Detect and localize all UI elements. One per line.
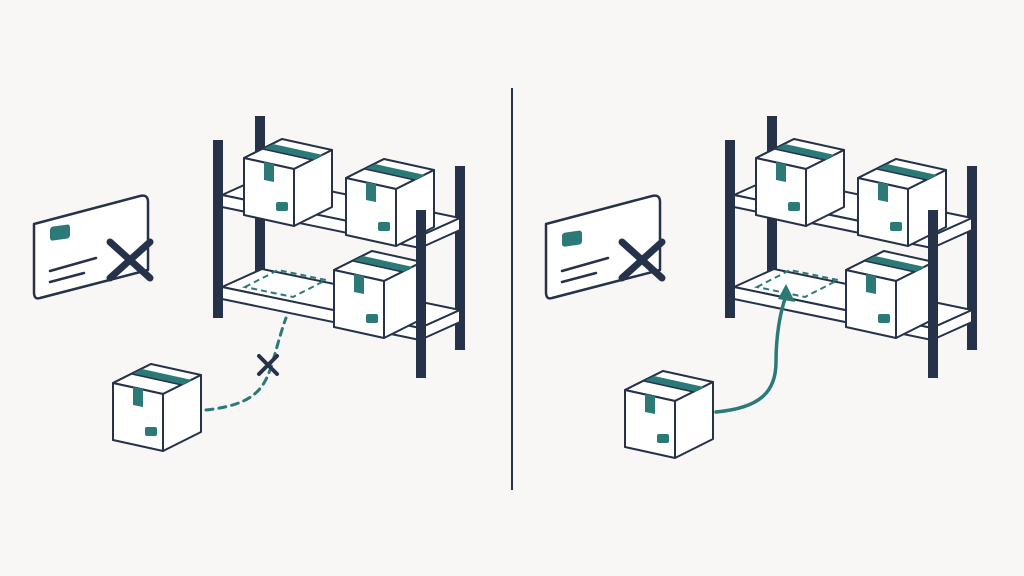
shelf-unit bbox=[725, 116, 977, 378]
card-chip-icon bbox=[50, 224, 70, 241]
loose-box bbox=[112, 363, 202, 452]
empty-slot-outline bbox=[242, 268, 329, 299]
failed-path-dashed bbox=[204, 316, 288, 412]
right-panel bbox=[544, 116, 977, 459]
card-x-mark-icon bbox=[618, 238, 666, 282]
shelf-box-bottom-right bbox=[333, 250, 423, 339]
shelf-post-back-right bbox=[455, 166, 465, 350]
path-x-mark-icon bbox=[257, 354, 279, 376]
shelf-post-front-right bbox=[928, 210, 938, 378]
loose-box bbox=[624, 370, 714, 459]
shelf-box-top-left bbox=[755, 138, 845, 227]
id-card bbox=[32, 194, 154, 300]
card-chip-icon bbox=[562, 230, 582, 247]
card-x-mark-icon bbox=[106, 238, 154, 282]
shelf-post-front-left bbox=[725, 140, 735, 318]
shelf-box-top-left bbox=[243, 138, 333, 227]
left-panel bbox=[32, 116, 465, 452]
arrow-head-icon bbox=[778, 284, 795, 302]
shelf-unit bbox=[213, 116, 465, 378]
id-card bbox=[544, 194, 666, 300]
shelf-post-front-right bbox=[416, 210, 426, 378]
shelf-box-bottom-right bbox=[845, 250, 935, 339]
empty-slot-outline bbox=[754, 268, 841, 299]
success-path bbox=[714, 294, 788, 414]
shelf-post-back-right bbox=[967, 166, 977, 350]
shelf-post-front-left bbox=[213, 140, 223, 318]
